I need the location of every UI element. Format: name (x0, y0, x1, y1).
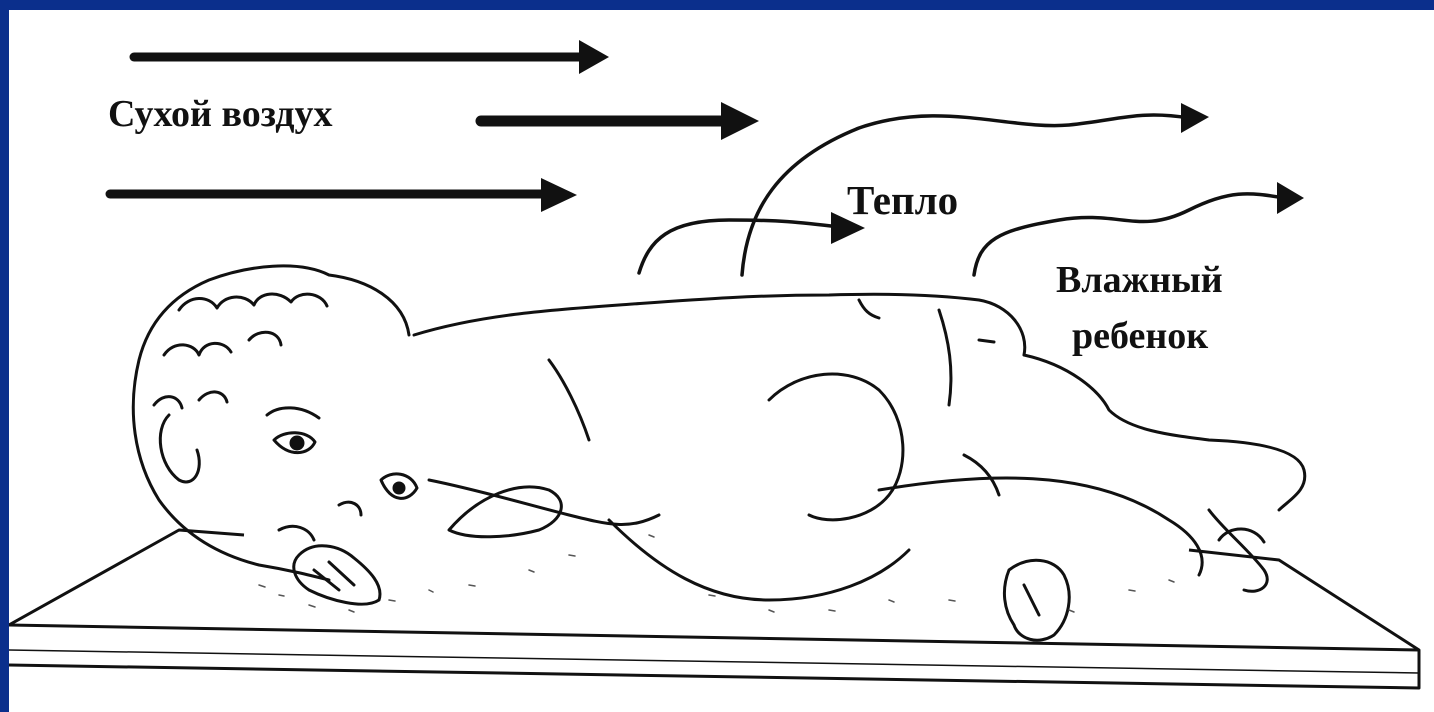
heat-label: Тепло (847, 176, 958, 224)
dry-air-arrow-icon (481, 102, 759, 140)
dry-air-arrow-icon (110, 178, 577, 212)
wet-baby-label-line1: Влажный (1056, 258, 1223, 302)
dry-air-arrow-icon (134, 40, 609, 74)
shadow-texture (259, 535, 1174, 612)
diagram-canvas: Сухой воздух Тепло Влажный ребенок (9, 10, 1434, 712)
heat-flow-arrow-icon (742, 115, 1189, 275)
heat-flow-arrow-icon (639, 220, 839, 273)
wet-baby-label-line2: ребенок (1072, 314, 1208, 358)
dry-air-label: Сухой воздух (108, 92, 333, 136)
table-surface-icon (9, 530, 1419, 688)
